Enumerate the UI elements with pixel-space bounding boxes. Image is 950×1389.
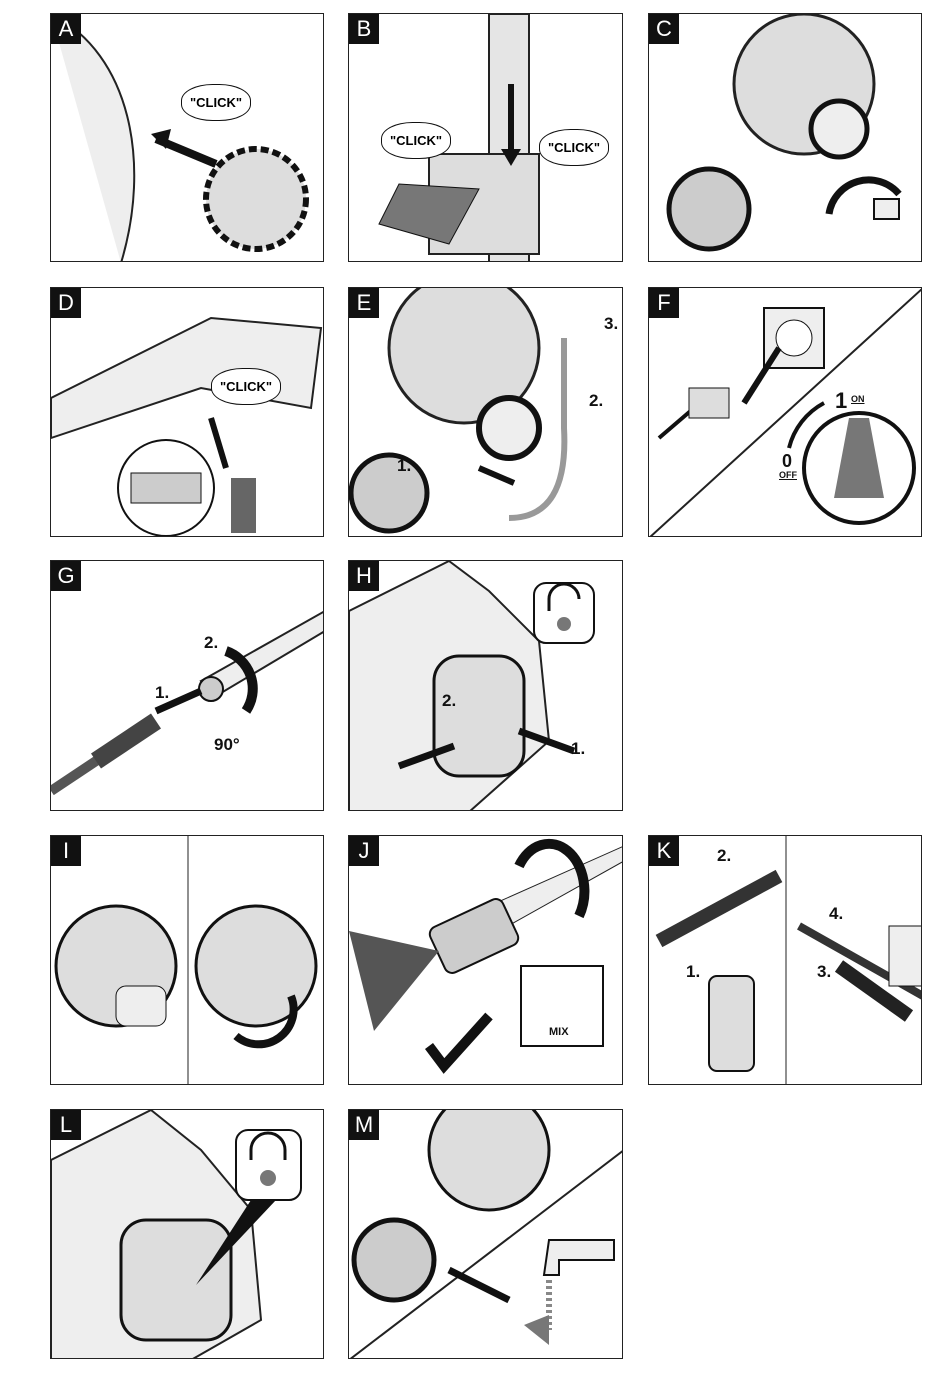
switch-on-label: ON (851, 394, 865, 404)
step-3: 3. (604, 314, 619, 333)
step-label-a: A (51, 14, 81, 44)
panel-c: C (648, 13, 922, 262)
illustration-water-connector (666, 14, 902, 252)
illustration-power-plug-switch (649, 288, 921, 536)
panel-i: I (50, 835, 324, 1085)
step-2: 2. (589, 391, 604, 410)
switch-on-number: 1 (835, 388, 848, 413)
step-label-f: F (649, 288, 679, 318)
step-label-h: H (349, 561, 379, 591)
click-burst: "CLICK" (539, 129, 610, 166)
click-burst: "CLICK" (211, 368, 282, 405)
step-2: 2. (204, 633, 219, 652)
step-label-g: G (51, 561, 81, 591)
step-1: 1. (397, 456, 412, 475)
click-burst: "CLICK" (381, 122, 452, 159)
illustration-trigger-unlock (349, 561, 595, 810)
illustration-handle-attach (378, 14, 540, 261)
step-label-l: L (51, 1110, 81, 1140)
panel-d: D "CLICK" (50, 287, 324, 537)
panel-h: H 2. 1. (348, 560, 623, 811)
step-label-i: I (51, 836, 81, 866)
step-label-m: M (349, 1110, 379, 1140)
illustration-spray-lance (51, 610, 323, 796)
step-3: 3. (817, 962, 832, 981)
step-1: 1. (686, 962, 701, 981)
switch-off-label: OFF (779, 470, 797, 480)
step-1: 1. (571, 739, 586, 758)
panel-j: J MIX (348, 835, 623, 1085)
illustration-detergent-bottle (655, 836, 921, 1084)
step-label-k: K (649, 836, 679, 866)
panel-g: G 1. 2. 90° (50, 560, 324, 811)
mix-setting-label: MIX (549, 1026, 569, 1038)
switch-off-number: 0 (782, 451, 793, 471)
panel-f: F 1 ON 0 OFF (648, 287, 922, 537)
step-label-j: J (349, 836, 379, 866)
step-2: 2. (717, 846, 732, 865)
step-4: 4. (829, 904, 844, 923)
step-label-c: C (649, 14, 679, 44)
step-label-e: E (349, 288, 379, 318)
panel-l: L (50, 1109, 324, 1359)
illustration-hose-to-gun (51, 316, 323, 536)
panel-a: A "CLICK" (50, 13, 324, 262)
panel-k: K 1. 2. 3. 4. (648, 835, 922, 1085)
panel-m: M (348, 1109, 623, 1359)
illustration-nozzle-mix (349, 838, 622, 1074)
illustration-wheel-attach (51, 14, 309, 261)
step-label-d: D (51, 288, 81, 318)
illustration-clean-filter (349, 1110, 622, 1358)
illustration-hose-reel (54, 836, 318, 1084)
illustration-garden-hose (349, 288, 568, 534)
rotation-angle: 90° (214, 735, 240, 754)
panel-b: B "CLICK" "CLICK" (348, 13, 623, 262)
step-1: 1. (155, 683, 170, 702)
click-burst: "CLICK" (181, 84, 252, 121)
illustration-trigger-lock (51, 1110, 302, 1358)
step-2: 2. (442, 691, 457, 710)
panel-e: E 1. 2. 3. (348, 287, 623, 537)
step-label-b: B (349, 14, 379, 44)
